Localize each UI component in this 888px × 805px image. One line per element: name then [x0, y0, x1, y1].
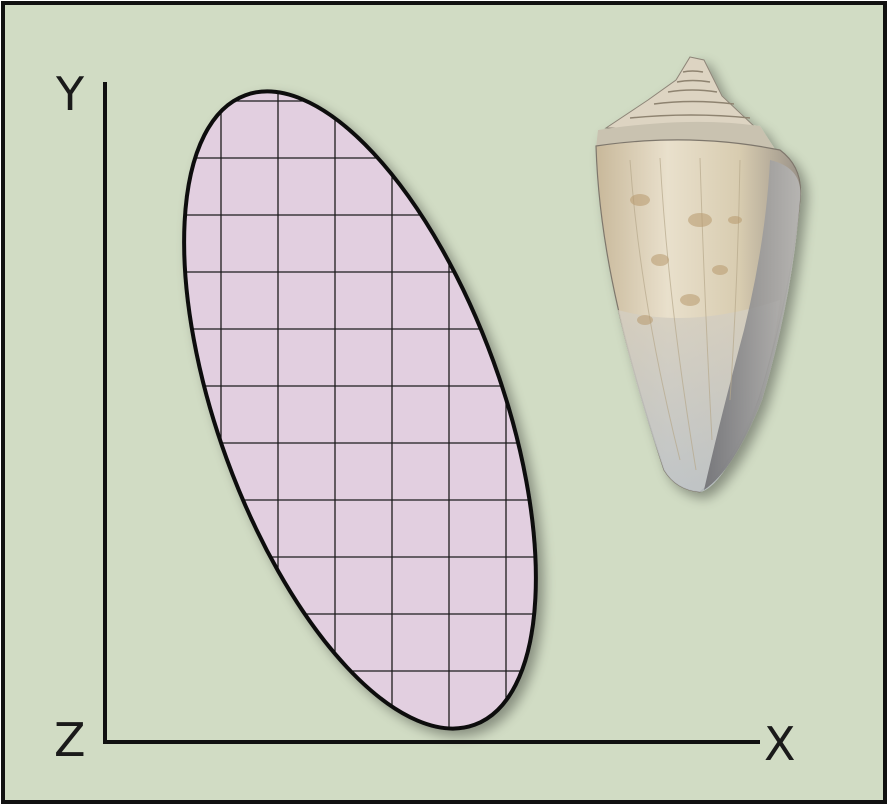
x-axis-label: X [764, 717, 796, 771]
origin-label: Z [54, 713, 86, 767]
y-axis-label: Y [55, 67, 85, 121]
